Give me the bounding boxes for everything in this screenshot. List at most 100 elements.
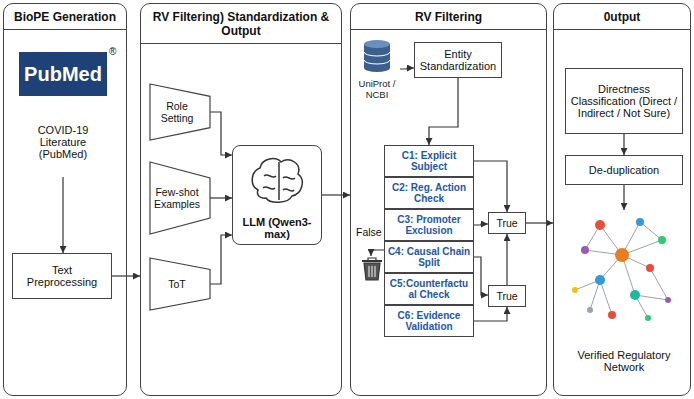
- trademark-mark: ®: [109, 46, 116, 57]
- flow-arrow: [210, 235, 232, 284]
- trash-stripe: [369, 266, 375, 277]
- panel-heading: RV Filtering: [351, 4, 546, 30]
- panel-heading: 0utput: [554, 4, 690, 30]
- trash-handle: [368, 258, 376, 261]
- database-body: [364, 44, 390, 72]
- flow-arrow: [474, 257, 488, 295]
- database-node: UniProt / NCBI: [354, 38, 400, 100]
- trapezoid-outline: [150, 258, 210, 310]
- node-text: C4: Causal Chain Split: [387, 246, 471, 268]
- network-dot: [615, 248, 629, 262]
- trapezoid-outline: [150, 162, 210, 234]
- node-text: C3: Promoter Exclusion: [387, 214, 471, 236]
- flow-arrow: [112, 275, 140, 276]
- node-text: Few-shot Examples: [152, 186, 202, 210]
- check-box: C1: Explicit Subject: [384, 145, 474, 177]
- node-text: C2: Reg. Action Check: [387, 182, 471, 204]
- node-text: COVID-19 Literature (PubMed): [23, 124, 103, 160]
- flow-arrow: [506, 234, 507, 285]
- database-icon: [364, 40, 390, 72]
- network-dot: [572, 287, 578, 293]
- check-box: C2: Reg. Action Check: [384, 177, 474, 209]
- panel-heading: RV Filtering) Standardization & Output: [141, 4, 341, 44]
- flow-arrow: [210, 197, 232, 198]
- llm-box: LLM (Qwen3-max): [232, 145, 322, 245]
- node-text: Role Setting: [152, 100, 202, 124]
- network-dot: [646, 264, 654, 272]
- process-box: De-duplication: [565, 155, 683, 185]
- pubmed-logo: PubMedCOVID-19 Literature (PubMed): [18, 52, 108, 177]
- prompt-trapezoid: Few-shot Examples: [150, 162, 210, 234]
- flow-arrow: [322, 194, 350, 195]
- database-band: [364, 60, 390, 64]
- network-dot: [595, 220, 605, 230]
- result-box: True: [488, 212, 526, 234]
- brain-fold: [263, 187, 275, 189]
- trash-body: [364, 263, 380, 280]
- network-dot: [658, 236, 666, 244]
- branch-label: False: [356, 226, 382, 238]
- node-text: Verified Regulatory Network: [562, 349, 686, 373]
- flow-arrow: [400, 68, 414, 69]
- node-text: Text Preprocessing: [17, 264, 107, 288]
- prompt-trapezoid: ToT: [150, 258, 210, 310]
- trapezoid-outline: [150, 84, 210, 140]
- network-dot: [636, 218, 644, 226]
- node-text: LLM (Qwen3-max): [237, 216, 317, 240]
- network-dot: [595, 275, 605, 285]
- network-dot: [581, 246, 589, 254]
- node-text: True: [496, 217, 517, 229]
- network-dot: [645, 315, 651, 321]
- network-illustration: [572, 218, 671, 321]
- node-text: Directness Classification (Direct / Indi…: [570, 83, 678, 119]
- node-text: UniProt / NCBI: [354, 78, 400, 100]
- flow-arrow: [474, 161, 507, 212]
- network-links: [575, 222, 668, 318]
- network-dot: [665, 297, 671, 303]
- flow-arrow: [210, 112, 232, 155]
- node-text: True: [496, 290, 517, 302]
- flow-arrow: [474, 307, 507, 321]
- process-box: Entity Standardization: [414, 42, 502, 78]
- flow-arrow: [62, 177, 63, 253]
- process-box: Directness Classification (Direct / Indi…: [565, 68, 683, 134]
- flow-arrow: [474, 224, 488, 225]
- stage-panel: 0utputDirectness Classification (Direct …: [553, 3, 691, 396]
- node-text: PubMed: [19, 52, 107, 96]
- database-band: [364, 52, 390, 56]
- panel-heading: BioPE Generation: [4, 4, 126, 30]
- trash-lid: [362, 260, 382, 262]
- network-dot: [608, 311, 616, 319]
- node-text: C5:Counterfactu al Check: [387, 278, 471, 300]
- check-box: C4: Causal Chain Split: [384, 241, 474, 273]
- brain-icon: [252, 159, 302, 203]
- flow-arrow: [429, 78, 458, 145]
- false-arrow: [371, 250, 384, 256]
- stage-panel: RV FilteringUniProt / NCBI Entity Standar…: [350, 3, 547, 396]
- node-text: C6: Evidence Validation: [387, 310, 471, 332]
- prompt-trapezoid: Role Setting: [150, 84, 210, 140]
- node-text: ToT: [168, 278, 186, 290]
- check-box: C6: Evidence Validation: [384, 305, 474, 337]
- brain-fold: [283, 177, 295, 179]
- result-box: True: [488, 285, 526, 307]
- check-box: C5:Counterfactu al Check: [384, 273, 474, 305]
- brain-outline: [252, 159, 302, 203]
- flow-arrow: [623, 185, 624, 210]
- process-box: Text Preprocessing: [12, 253, 112, 299]
- brain-fold: [283, 189, 294, 191]
- network-node: Verified Regulatory Network: [560, 210, 688, 375]
- check-box: C3: Promoter Exclusion: [384, 209, 474, 241]
- flow-arrow: [526, 222, 553, 223]
- stage-panel: BioPE GenerationPubMedCOVID-19 Literatur…: [3, 3, 127, 396]
- node-text: C1: Explicit Subject: [387, 150, 471, 172]
- network-link: [575, 222, 668, 318]
- brain-fold: [264, 175, 276, 177]
- trash-icon: [362, 258, 382, 280]
- flow-arrow: [623, 134, 624, 155]
- stage-panel: RV Filtering) Standardization & OutputRo…: [140, 3, 342, 396]
- brain-midline: [278, 162, 280, 200]
- node-text: Entity Standardization: [419, 48, 497, 72]
- node-text: De-duplication: [589, 164, 659, 176]
